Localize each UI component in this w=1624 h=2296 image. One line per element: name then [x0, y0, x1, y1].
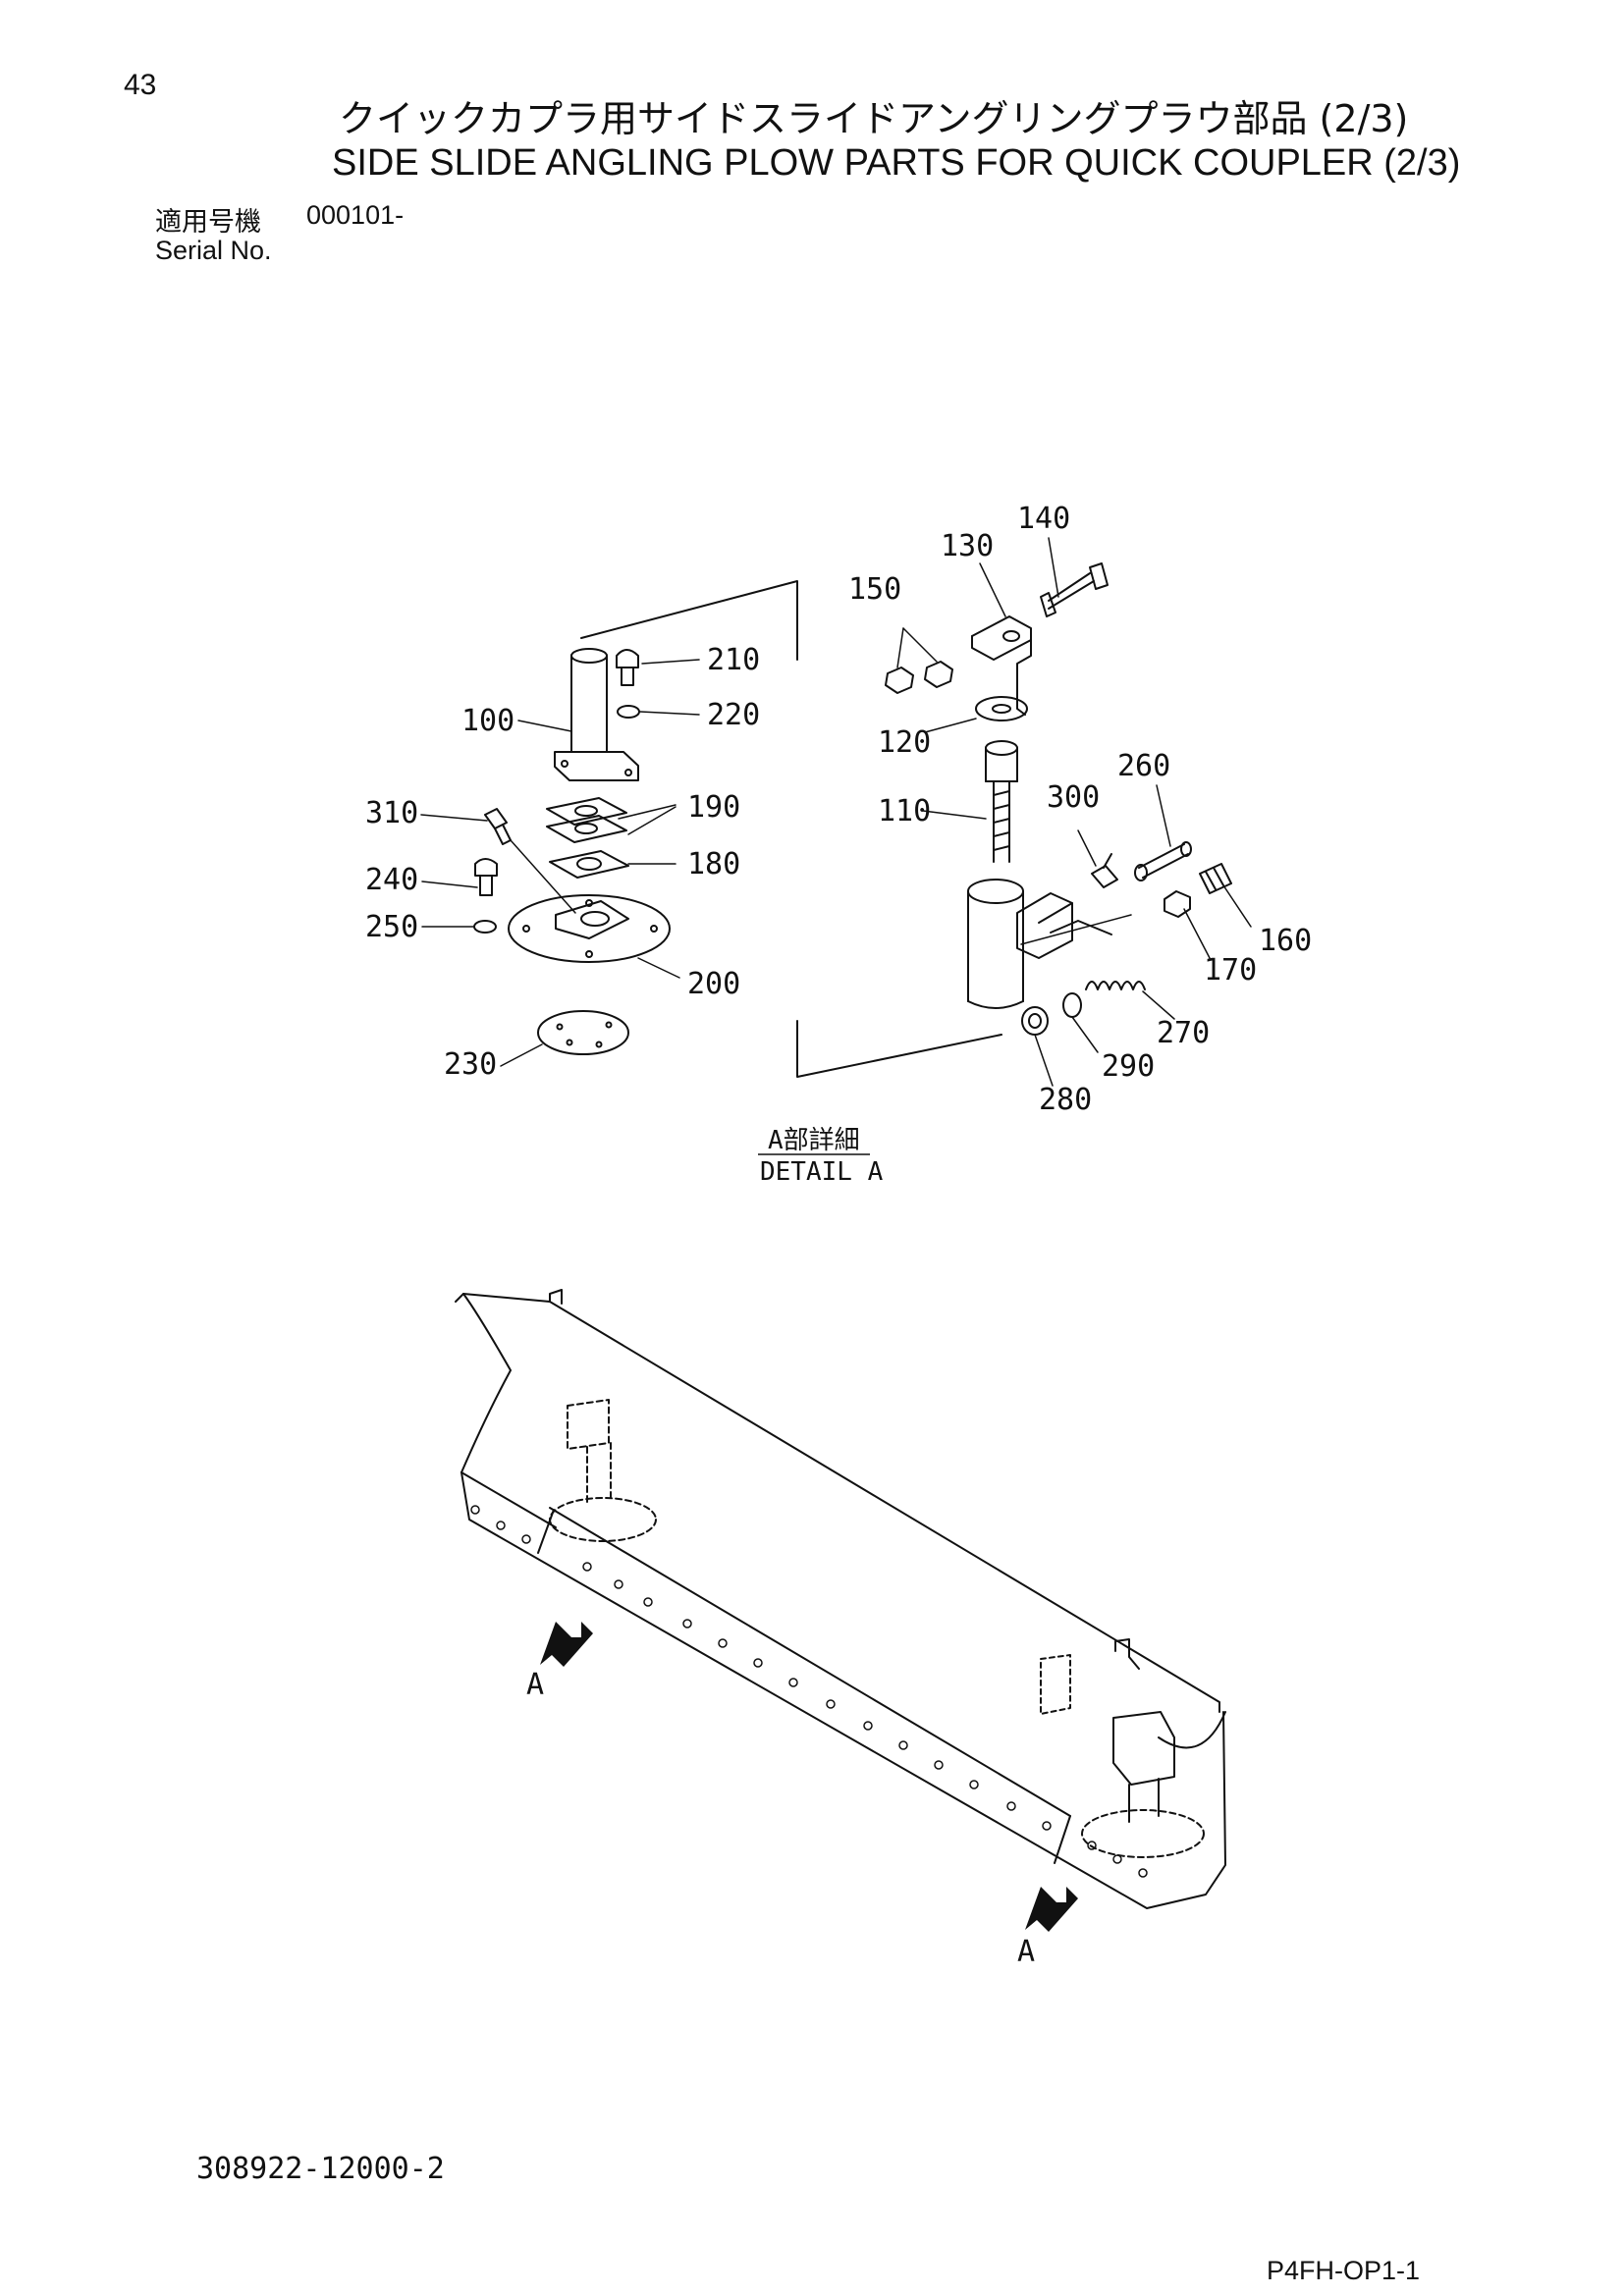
bracket-130	[971, 615, 1032, 716]
callout-130: 130	[941, 529, 994, 563]
page-code: P4FH-OP1-1	[1267, 2256, 1421, 2285]
detail-a-label: A部詳細 DETAIL A	[758, 1126, 884, 1187]
bolt-140	[1040, 562, 1109, 617]
arrow-a-right	[1025, 1887, 1078, 1932]
ring-280	[1021, 1006, 1049, 1036]
page-number: 43	[124, 69, 157, 101]
plow-post-right	[1081, 1711, 1205, 1858]
plug-160	[1199, 863, 1232, 894]
callout-100: 100	[461, 704, 514, 738]
callout-labels: 140 130 150 210 220 100 120 260 300 310 …	[365, 502, 1312, 1117]
callout-180: 180	[687, 847, 740, 881]
detail-label-en: DETAIL A	[760, 1157, 884, 1187]
arrow-label-right: A	[1017, 1935, 1035, 1969]
washer-250	[473, 920, 497, 934]
callout-300: 300	[1047, 780, 1100, 815]
callout-260: 260	[1117, 749, 1170, 783]
callout-310: 310	[365, 796, 418, 830]
callout-170: 170	[1204, 953, 1257, 988]
pivot-tube-100	[554, 648, 639, 781]
pin-260	[1134, 841, 1192, 881]
grease-fitting-310	[484, 808, 512, 845]
callout-230: 230	[444, 1047, 497, 1082]
arrow-a-left	[540, 1622, 593, 1667]
callout-240: 240	[365, 863, 418, 897]
callout-280: 280	[1039, 1083, 1092, 1117]
grease-fitting-300	[1091, 853, 1118, 888]
callout-140: 140	[1017, 502, 1070, 536]
main-tube	[967, 879, 1112, 1009]
serial-label-english: Serial No.	[155, 236, 272, 265]
gasket-180	[549, 850, 629, 879]
callout-290: 290	[1102, 1049, 1155, 1084]
callout-250: 250	[365, 910, 418, 944]
spring-270	[1085, 981, 1146, 990]
callout-160: 160	[1259, 924, 1312, 958]
plow-blade	[455, 1289, 1226, 1909]
washer-220	[617, 705, 640, 719]
washer-290	[1062, 992, 1082, 1018]
nuts-150	[885, 661, 953, 694]
callout-200: 200	[687, 967, 740, 1001]
arrow-label-left: A	[526, 1668, 544, 1702]
detail-bracket-top	[580, 580, 798, 661]
document-number: 308922-12000-2	[196, 2152, 445, 2186]
bolt-210	[616, 649, 639, 686]
serial-value: 000101-	[306, 200, 405, 230]
bolt-240	[474, 858, 498, 896]
cutting-edge-holes	[470, 1505, 1148, 1878]
callout-150: 150	[848, 572, 901, 607]
callout-220: 220	[707, 698, 760, 732]
nut-170	[1164, 890, 1191, 918]
disc-plate-200	[508, 894, 671, 963]
title-english: SIDE SLIDE ANGLING PLOW PARTS FOR QUICK …	[332, 142, 1461, 184]
serial-label-japanese: 適用号機	[155, 207, 261, 238]
title-japanese: クイックカプラ用サイドスライドアングリングプラウ部品 (2/3)	[339, 97, 1409, 140]
pin-110	[985, 740, 1018, 863]
plow-side-plate	[1040, 1654, 1071, 1715]
plow-post-left	[549, 1399, 657, 1542]
detail-bracket-bottom	[796, 1020, 1002, 1078]
detail-label-jp: A部詳細	[768, 1126, 860, 1155]
callout-110: 110	[878, 794, 931, 828]
callout-210: 210	[707, 643, 760, 677]
washer-120	[975, 696, 1028, 721]
callout-120: 120	[878, 725, 931, 760]
cover-plate-230	[537, 1010, 629, 1055]
shims-190	[546, 797, 627, 843]
leader-lines	[420, 537, 1252, 1087]
callout-270: 270	[1157, 1016, 1210, 1050]
callout-190: 190	[687, 790, 740, 825]
